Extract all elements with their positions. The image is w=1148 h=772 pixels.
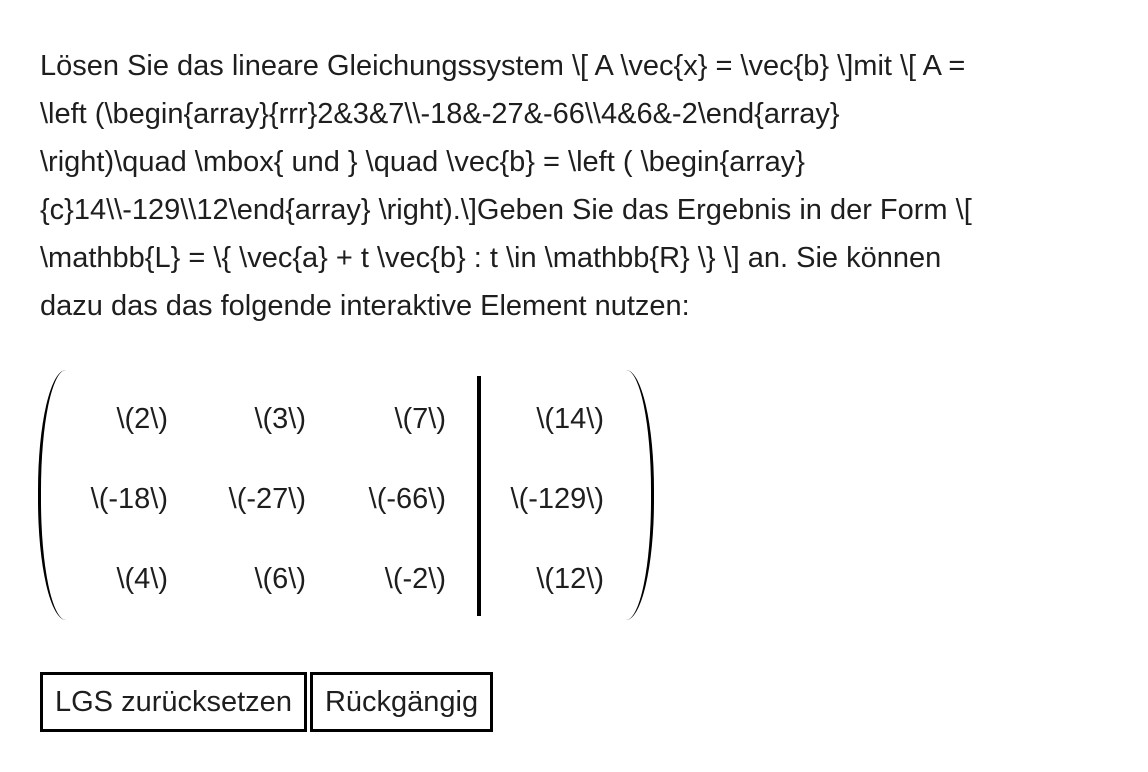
right-parenthesis — [621, 370, 654, 620]
task-line: {c}14\\-129\\12\end{array} \right).\]Geb… — [40, 194, 972, 226]
task-line: \left (\begin{array}{rrr}2&3&7\\-18&-27&… — [40, 98, 840, 130]
augmented-divider — [477, 376, 481, 616]
task-line: \right)\quad \mbox{ und } \quad \vec{b} … — [40, 146, 805, 178]
task-line: \mathbb{L} = \{ \vec{a} + t \vec{b} : t … — [40, 242, 942, 274]
left-parenthesis — [38, 370, 71, 620]
matrix-cell-r2-rhs[interactable]: \(-129\) — [510, 483, 604, 515]
augmented-matrix: \(2\) \(3\) \(7\) \(14\) \(-18\) \(-27\)… — [36, 362, 660, 628]
matrix-cell-r1-c1[interactable]: \(2\) — [116, 403, 168, 435]
undo-button[interactable]: Rückgängig — [309, 672, 494, 732]
matrix-cell-r3-c1[interactable]: \(4\) — [116, 563, 168, 595]
matrix-cell-r2-c3[interactable]: \(-66\) — [368, 483, 446, 515]
matrix-cell-r3-c3[interactable]: \(-2\) — [384, 563, 446, 595]
matrix-cell-r1-c3[interactable]: \(7\) — [394, 403, 446, 435]
matrix-cell-r3-rhs[interactable]: \(12\) — [536, 563, 604, 595]
matrix-cell-r3-c2[interactable]: \(6\) — [254, 563, 306, 595]
matrix-cell-r2-c2[interactable]: \(-27\) — [228, 483, 306, 515]
matrix-cell-r2-c1[interactable]: \(-18\) — [90, 483, 168, 515]
button-bar: LGS zurücksetzen Rückgängig — [40, 672, 494, 732]
task-line: dazu das das folgende interaktive Elemen… — [40, 290, 690, 322]
matrix-cell-r1-c2[interactable]: \(3\) — [254, 403, 306, 435]
task-description: Lösen Sie das lineare Gleichungssystem \… — [40, 42, 1120, 330]
task-line: Lösen Sie das lineare Gleichungssystem \… — [40, 50, 966, 82]
reset-lgs-button[interactable]: LGS zurücksetzen — [40, 672, 307, 732]
matrix-cell-r1-rhs[interactable]: \(14\) — [536, 403, 604, 435]
